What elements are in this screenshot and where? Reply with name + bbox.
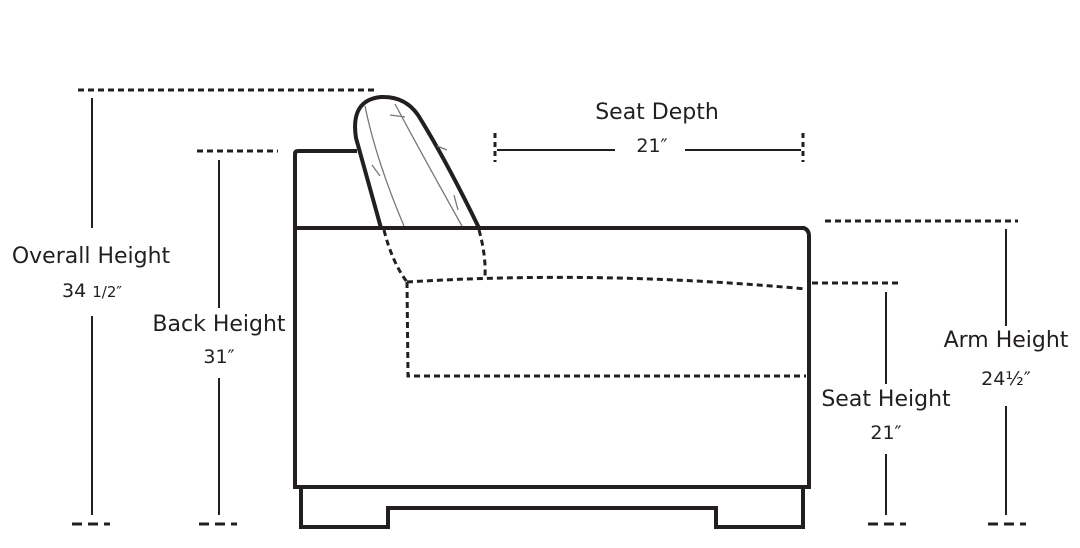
back-cushion (353, 94, 481, 229)
overall-height-label: Overall Height (11, 244, 171, 269)
sofa-arm-body (293, 226, 811, 489)
sofa-back-frame (293, 149, 357, 228)
back-cushion-seam-lines (364, 103, 463, 227)
seat-height-value: 21″ (870, 422, 902, 444)
back-height-value: 31″ (203, 346, 235, 368)
sofa-base (299, 487, 805, 529)
seat-depth-value: 21″ (636, 135, 668, 157)
arm-height-label: Arm Height (943, 328, 1069, 353)
back-height-label: Back Height (152, 312, 286, 337)
overall-height-value-whole: 34 (62, 280, 87, 302)
hidden-seat-outline (382, 229, 807, 378)
overall-height-dimension (72, 88, 376, 526)
seat-height-dimension (812, 281, 906, 526)
back-height-dimension (197, 149, 278, 526)
arm-height-value: 24½″ (981, 368, 1031, 390)
overall-height-value: 34 1/2″ (62, 280, 122, 302)
seat-depth-label: Seat Depth (595, 100, 719, 125)
seat-depth-dimension (493, 133, 805, 162)
overall-height-value-fraction: 1/2″ (92, 283, 122, 301)
arm-height-dimension (825, 219, 1026, 526)
seat-height-label: Seat Height (821, 387, 951, 412)
